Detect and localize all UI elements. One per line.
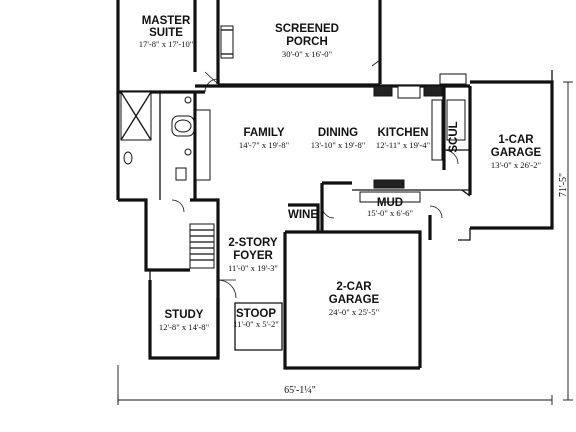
pantry-shelf — [439, 73, 467, 85]
toilet — [123, 151, 133, 165]
kitchen-size: 12'-11" x 19'-4" — [376, 140, 430, 150]
one-car-garage-label-2: GARAGE — [491, 147, 542, 159]
screened-porch-size: 30'-0" x 16'-0" — [282, 49, 332, 59]
garage-depth-label: 71'-5" — [558, 173, 569, 197]
doors — [171, 71, 459, 299]
fixtures — [120, 25, 471, 269]
study-size: 12'-8" x 14'-8" — [159, 322, 209, 332]
mud-size: 15'-0" x 6'-6" — [367, 208, 413, 218]
kitchen-counter-side — [431, 99, 443, 161]
foyer-label-2: FOYER — [233, 250, 273, 262]
scullery-counter — [446, 99, 466, 141]
two-car-garage-label-2: GARAGE — [329, 294, 380, 306]
dining-label: DINING — [318, 127, 358, 139]
screened-porch-label-1: SCREENED — [275, 23, 339, 35]
overall-width-label: 65'-1¼" — [284, 385, 316, 396]
master-suite-label-2: SUITE — [149, 27, 183, 39]
one-car-garage-label-1: 1-CAR — [498, 134, 534, 146]
two-car-garage-label-1: 2-CAR — [336, 281, 372, 293]
kitchen-counter — [423, 85, 443, 97]
room-labels: MASTER SUITE 17'-8" x 17'-10" SCREENED P… — [139, 15, 542, 332]
stoop-label: STOOP — [236, 308, 276, 320]
sink — [184, 148, 192, 156]
walls — [116, 0, 554, 370]
screened-porch-label-2: PORCH — [286, 36, 328, 48]
dimension-lines — [117, 81, 573, 405]
kitchen-sink — [397, 85, 421, 99]
foyer-label-1: 2-STORY — [228, 237, 278, 249]
master-suite-size: 17'-8" x 17'-10" — [139, 39, 194, 49]
toilet — [175, 167, 187, 181]
kitchen-counter — [373, 179, 405, 189]
stoop-size: 11'-0" x 5'-2" — [233, 319, 279, 329]
study-label: STUDY — [165, 309, 204, 321]
vanity — [195, 109, 211, 181]
one-car-garage-size: 13'-0" x 26'-2" — [491, 160, 541, 170]
mud-bench — [359, 191, 421, 203]
kitchen-counter — [373, 85, 393, 97]
master-suite-label-1: MASTER — [142, 15, 191, 27]
two-car-garage-size: 24'-0" x 25'-5" — [329, 307, 379, 317]
staircase — [189, 223, 215, 269]
family-size: 14'-7" x 19'-8" — [239, 140, 289, 150]
wine-label: WINE — [288, 209, 318, 221]
kitchen-label: KITCHEN — [377, 127, 428, 139]
foyer-size: 11'-0" x 19'-3" — [228, 263, 278, 273]
fireplace — [220, 25, 234, 59]
mud-label: MUD — [377, 197, 403, 209]
sink — [184, 96, 192, 104]
scul-label: SCUL — [448, 121, 460, 152]
family-label: FAMILY — [243, 127, 284, 139]
dining-size: 13'-10" x 19'-8" — [311, 140, 366, 150]
